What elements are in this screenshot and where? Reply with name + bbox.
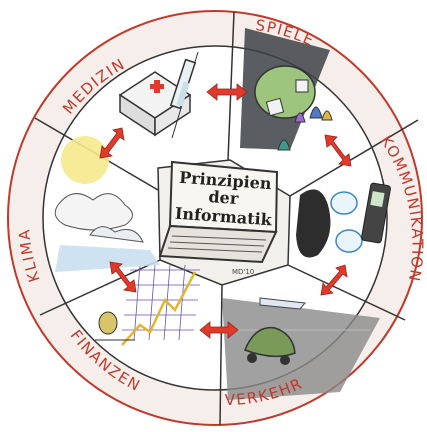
artist-signature: MD'10 xyxy=(232,268,254,276)
center-title-line-2: der xyxy=(208,187,240,208)
